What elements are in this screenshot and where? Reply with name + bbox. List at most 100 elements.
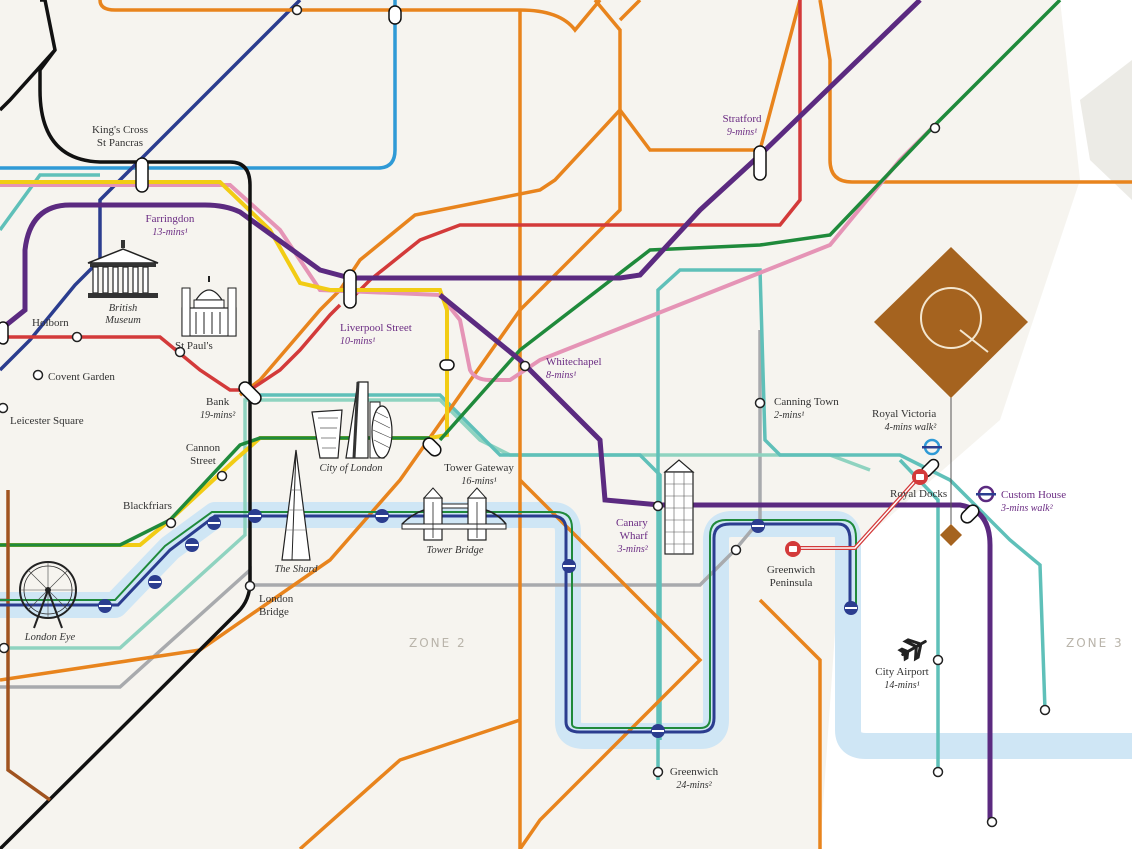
line-end-dot-1[interactable] bbox=[932, 766, 944, 778]
station-label-bank[interactable]: Bank 19-mins² bbox=[200, 396, 235, 422]
holborn-dot[interactable] bbox=[71, 331, 83, 343]
station-label-leicester-square[interactable]: Leicester Square bbox=[10, 415, 84, 428]
canary-wharf-dot[interactable] bbox=[652, 500, 664, 512]
city-of-london-icon bbox=[311, 381, 393, 459]
custom-house-marker[interactable] bbox=[959, 503, 982, 526]
station-time: 13-mins¹ bbox=[152, 227, 188, 238]
station-label-tower-gateway[interactable]: Tower Gateway 16-mins¹ bbox=[444, 462, 514, 488]
station-name-line2: Street bbox=[190, 455, 216, 467]
station-time: 2-mins¹ bbox=[774, 410, 805, 421]
green-dot[interactable] bbox=[929, 122, 941, 134]
line-navy-river bbox=[0, 514, 852, 734]
station-label-liverpool-street[interactable]: Liverpool Street 10-mins¹ bbox=[340, 322, 412, 348]
station-name: Canning Town bbox=[774, 396, 839, 408]
covent-garden-dot[interactable] bbox=[32, 369, 44, 381]
station-label-city-airport[interactable]: City Airport 14-mins¹ bbox=[875, 666, 928, 692]
blackfriars-dot[interactable] bbox=[165, 517, 177, 529]
left-dot[interactable] bbox=[0, 642, 10, 654]
landmark-the-shard: The Shard bbox=[274, 564, 318, 575]
station-label-kings-cross[interactable]: King's Cross St Pancras bbox=[92, 124, 148, 150]
pier-roundel[interactable] bbox=[751, 519, 765, 533]
station-label-holborn[interactable]: Holborn bbox=[32, 317, 69, 330]
city-airport-dot[interactable] bbox=[932, 654, 944, 666]
greenwich-peninsula-dot[interactable] bbox=[730, 544, 742, 556]
station-name-line2: Bridge bbox=[259, 606, 289, 618]
line-teal-4 bbox=[0, 173, 100, 232]
zone-boundary-shape bbox=[1080, 60, 1132, 200]
cannon-street-dot[interactable] bbox=[216, 470, 228, 482]
line-orange-7 bbox=[518, 478, 703, 849]
pier-roundel[interactable] bbox=[207, 516, 221, 530]
top-blue-marker[interactable] bbox=[388, 5, 402, 25]
st-pauls-dot[interactable] bbox=[174, 346, 186, 358]
station-label-st-pauls[interactable]: St Paul's bbox=[175, 340, 213, 353]
canning-town-dot[interactable] bbox=[754, 397, 766, 409]
station-label-whitechapel[interactable]: Whitechapel 8-mins¹ bbox=[546, 356, 602, 382]
station-label-london-bridge[interactable]: London Bridge bbox=[259, 593, 293, 619]
interchange-markers bbox=[0, 5, 982, 526]
station-label-cannon-street[interactable]: Cannon Street bbox=[186, 442, 220, 468]
station-label-royal-victoria[interactable]: Royal Victoria 4-mins walk² bbox=[872, 408, 936, 434]
station-label-canning-town[interactable]: Canning Town 2-mins¹ bbox=[774, 396, 839, 422]
airplane-icon bbox=[897, 638, 927, 662]
stratford-marker[interactable] bbox=[753, 145, 767, 181]
line-orange-4 bbox=[618, 0, 802, 152]
farringdon-marker[interactable] bbox=[0, 321, 9, 345]
station-label-greenwich-peninsula[interactable]: Greenwich Peninsula bbox=[767, 564, 815, 590]
station-name: Royal Victoria bbox=[872, 408, 937, 420]
line-end-dot-3[interactable] bbox=[986, 816, 998, 828]
station-name: Greenwich bbox=[766, 564, 816, 576]
pier-roundel[interactable] bbox=[98, 599, 112, 613]
tower-gateway-marker[interactable] bbox=[421, 436, 444, 459]
line-pink bbox=[0, 123, 937, 382]
station-time: 24-mins² bbox=[676, 780, 712, 791]
line-green-2 bbox=[0, 436, 430, 547]
leicester-square-dot[interactable] bbox=[0, 402, 9, 414]
london-bridge-dot[interactable] bbox=[244, 580, 256, 592]
station-name-line2: Peninsula bbox=[769, 577, 813, 589]
station-label-covent-garden[interactable]: Covent Garden bbox=[48, 371, 115, 384]
line-end-dot-2[interactable] bbox=[1039, 704, 1051, 716]
greenwich-peninsula-cablecar-icon bbox=[785, 541, 801, 557]
top-dot[interactable] bbox=[291, 4, 303, 16]
pier-roundel[interactable] bbox=[651, 724, 665, 738]
station-name: Whitechapel bbox=[546, 356, 602, 368]
line-blue bbox=[0, 0, 397, 170]
station-label-custom-house[interactable]: Custom House 3-mins walk² bbox=[1001, 489, 1066, 515]
station-label-canary-wharf[interactable]: Canary Wharf 3-mins² bbox=[616, 517, 648, 556]
greenwich-dot[interactable] bbox=[652, 766, 664, 778]
cable-car-inner bbox=[795, 477, 919, 549]
liverpool-yellow-marker[interactable] bbox=[439, 359, 455, 371]
canary-wharf-icon bbox=[663, 459, 695, 555]
line-orange-5 bbox=[818, 0, 1132, 184]
pier-roundel[interactable] bbox=[562, 559, 576, 573]
station-label-farringdon[interactable]: Farringdon 13-mins¹ bbox=[146, 213, 195, 239]
station-label-stratford[interactable]: Stratford 9-mins¹ bbox=[722, 113, 761, 139]
royal-victoria-roundel-icon bbox=[922, 438, 942, 456]
pier-roundel[interactable] bbox=[375, 509, 389, 523]
brand-diamond-icon bbox=[874, 247, 1028, 398]
station-label-blackfriars[interactable]: Blackfriars bbox=[123, 500, 172, 513]
custom-house-roundel-icon bbox=[976, 485, 996, 503]
station-name: Holborn bbox=[32, 317, 69, 329]
pier-roundel[interactable] bbox=[248, 509, 262, 523]
station-time: 14-mins¹ bbox=[884, 680, 920, 691]
station-name: London bbox=[259, 593, 294, 605]
station-label-royal-docks[interactable]: Royal Docks bbox=[890, 488, 947, 501]
station-name: Covent Garden bbox=[48, 371, 115, 383]
station-name: Canary bbox=[616, 517, 648, 529]
kings-cross-marker[interactable] bbox=[135, 157, 149, 193]
whitechapel-dot[interactable] bbox=[519, 360, 531, 372]
liverpool-street-marker[interactable] bbox=[343, 269, 357, 309]
pier-roundel[interactable] bbox=[185, 538, 199, 552]
line-mint bbox=[0, 398, 871, 650]
station-label-greenwich[interactable]: Greenwich 24-mins² bbox=[670, 766, 718, 792]
tower-bridge-icon bbox=[401, 487, 507, 541]
bank-marker[interactable] bbox=[237, 380, 264, 407]
line-yellow bbox=[0, 180, 449, 547]
line-orange-8 bbox=[758, 598, 822, 849]
pier-roundel[interactable] bbox=[844, 601, 858, 615]
line-brown bbox=[6, 490, 52, 802]
pier-roundel[interactable] bbox=[148, 575, 162, 589]
